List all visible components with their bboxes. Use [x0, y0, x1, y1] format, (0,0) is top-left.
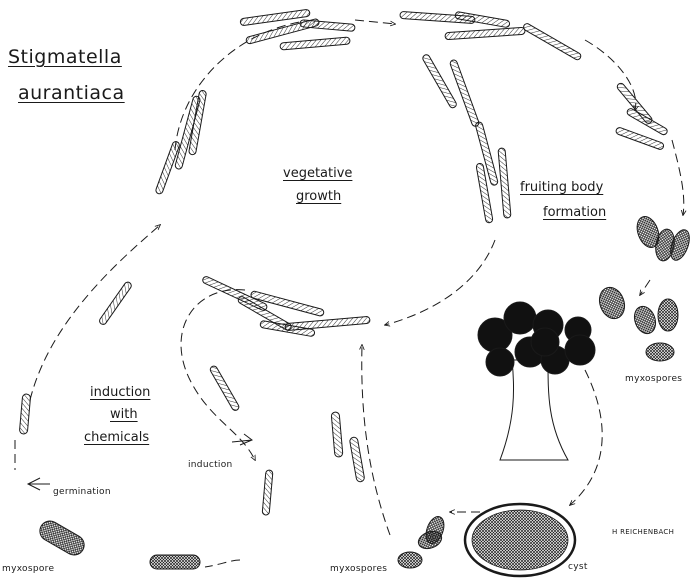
fruiting-body: [478, 302, 595, 460]
myxospore: [595, 284, 628, 322]
label-vegetative: vegetative: [283, 166, 352, 181]
rod-cell: [262, 470, 273, 515]
arrow-right-down: [672, 140, 684, 215]
arrow-bottom-up: [362, 345, 390, 535]
rod-cell: [209, 365, 240, 412]
label-induction-small: induction: [188, 460, 233, 470]
label-credit: H REICHENBACH: [612, 528, 674, 536]
label-myxospores-bottom: myxospores: [330, 564, 387, 574]
rod-cell: [498, 148, 511, 218]
rod-cell: [349, 437, 365, 483]
label-growth: growth: [296, 189, 341, 204]
myxospore: [646, 343, 674, 361]
arrow-outer-left: [30, 225, 160, 400]
arrow-to-myxospores: [640, 280, 650, 295]
rod-cell: [300, 20, 355, 32]
fruiting-body-stalk: [500, 360, 568, 460]
arrow-tree-to-cyst: [570, 370, 602, 505]
myxospore-left: [36, 517, 88, 558]
rod-cell: [445, 27, 525, 40]
rod-cell: [455, 11, 510, 27]
label-cyst: cyst: [568, 562, 588, 572]
rod-cell: [331, 412, 343, 458]
myxospore: [631, 303, 659, 336]
rod-cell: [98, 281, 132, 326]
fruiting-body-heads: [478, 302, 595, 376]
arrow-inner-right: [385, 240, 495, 325]
myxospore: [658, 299, 678, 331]
label-chemicals: chemicals: [84, 430, 149, 445]
rod-cell: [280, 37, 350, 50]
title-line2: aurantiaca: [18, 82, 125, 104]
title-line1: Stigmatella: [8, 46, 122, 68]
label-fruiting-body: fruiting body: [520, 180, 603, 195]
label-with: with: [110, 407, 138, 422]
induction-arrow-icon: [232, 434, 252, 445]
label-induction: induction: [90, 385, 150, 400]
rod-cell: [449, 59, 480, 127]
label-formation: formation: [543, 205, 606, 220]
cyst: [465, 504, 575, 576]
label-myxospore-left: myxospore: [2, 564, 54, 574]
myxospore: [398, 552, 422, 568]
arrow-top: [355, 20, 395, 24]
arrow-bottom-left: [205, 560, 240, 567]
label-myxospores-right: myxospores: [625, 374, 682, 384]
label-germination: germination: [53, 487, 111, 497]
rod-cell: [19, 394, 30, 435]
rod-cell: [522, 22, 582, 61]
germinating-spore: [150, 555, 200, 569]
germination-arrow-icon: [28, 478, 50, 490]
